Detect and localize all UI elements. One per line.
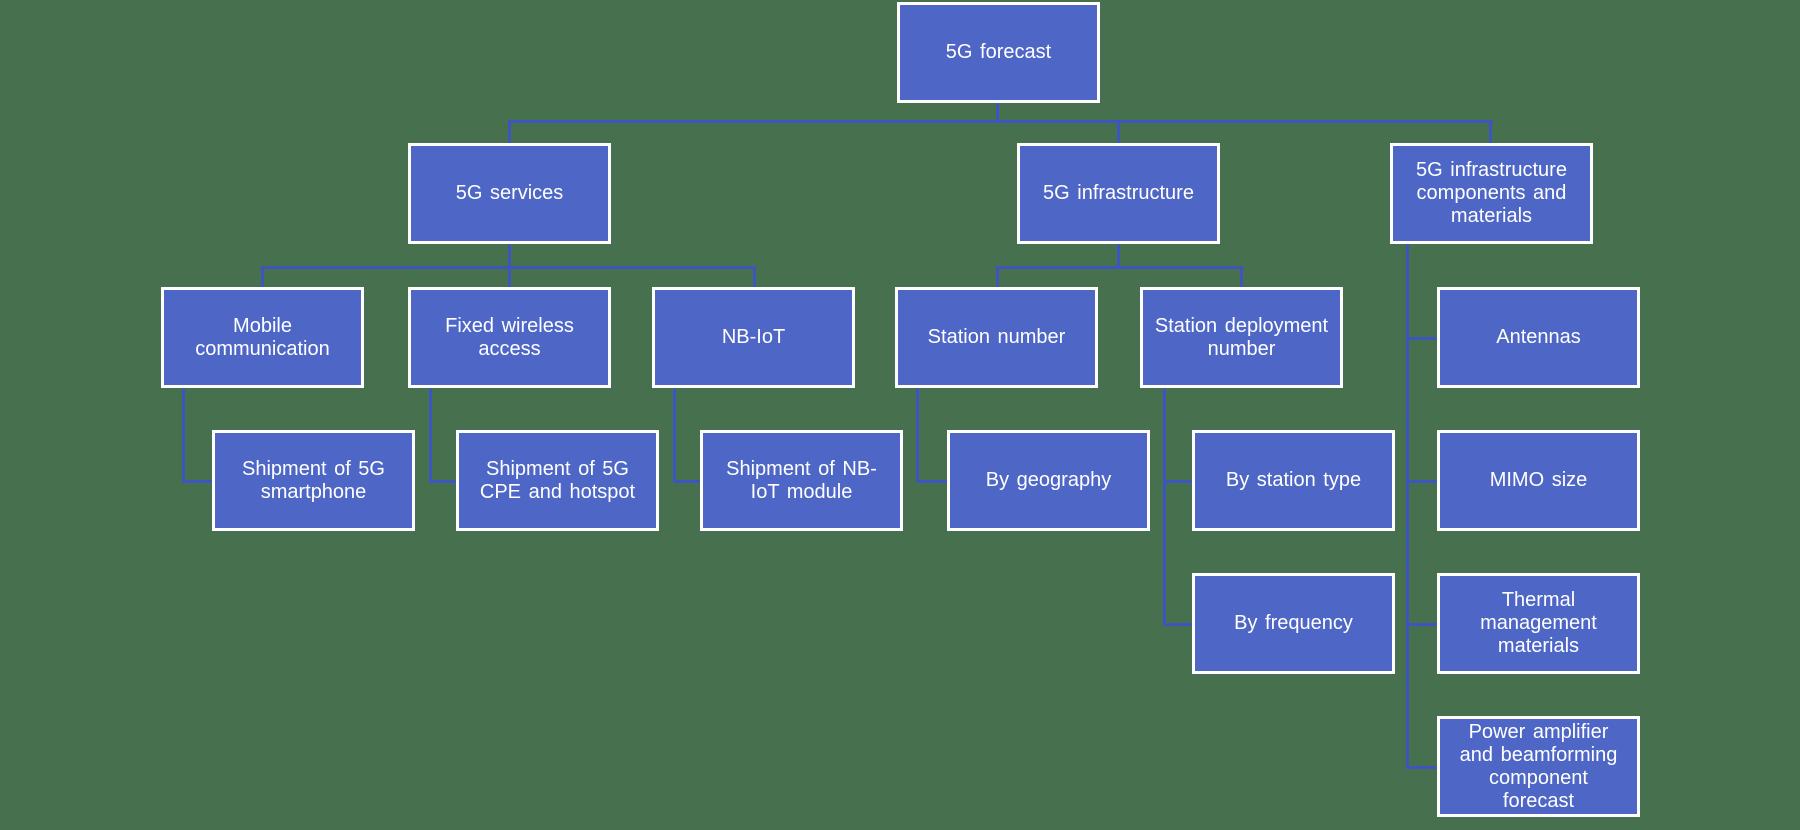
node-5g-infrastructure-label: 5G infrastructure bbox=[1043, 182, 1194, 204]
node-5g-infrastructure: 5G infrastructure bbox=[1017, 143, 1220, 244]
connector-stub-thermal bbox=[1406, 623, 1437, 626]
connector-fixed-elbow-h bbox=[429, 480, 456, 483]
connector-components-trunk bbox=[1406, 244, 1409, 769]
node-5g-infrastructure-components: 5G infrastructure components and materia… bbox=[1390, 143, 1593, 244]
node-shipment-nb-iot-module-label: Shipment of NB- IoT module bbox=[726, 457, 877, 503]
connector-drop-nb-iot bbox=[753, 266, 756, 287]
node-mimo-size: MIMO size bbox=[1437, 430, 1640, 531]
node-fixed-wireless-access: Fixed wireless access bbox=[408, 287, 611, 388]
connector-station-deployment-trunk bbox=[1163, 388, 1166, 626]
connector-stub-mimo-size bbox=[1406, 480, 1437, 483]
node-station-deployment-number: Station deployment number bbox=[1140, 287, 1343, 388]
node-5g-forecast: 5G forecast bbox=[897, 2, 1100, 103]
node-antennas-label: Antennas bbox=[1496, 326, 1581, 348]
node-station-number: Station number bbox=[895, 287, 1098, 388]
connector-fixed-elbow-v bbox=[429, 388, 432, 483]
node-5g-services: 5G services bbox=[408, 143, 611, 244]
node-5g-services-label: 5G services bbox=[455, 182, 564, 204]
node-station-number-label: Station number bbox=[927, 326, 1066, 348]
node-antennas: Antennas bbox=[1437, 287, 1640, 388]
connector-drop-infrastructure bbox=[1117, 120, 1120, 143]
node-by-geography-label: By geography bbox=[985, 469, 1112, 491]
node-mimo-size-label: MIMO size bbox=[1489, 469, 1588, 491]
connector-drop-station-deployment bbox=[1240, 266, 1243, 287]
connector-forecast-trunk bbox=[996, 103, 999, 123]
node-5g-forecast-label: 5G forecast bbox=[945, 41, 1052, 63]
connector-drop-fixed-wireless bbox=[508, 266, 511, 287]
node-by-geography: By geography bbox=[947, 430, 1150, 531]
connector-mobile-elbow-h bbox=[182, 480, 212, 483]
connector-infrastructure-bus bbox=[996, 266, 1243, 269]
connector-nbiot-elbow-h bbox=[673, 480, 700, 483]
connector-stub-power-amp bbox=[1406, 766, 1437, 769]
connector-station-number-elbow-h bbox=[916, 480, 947, 483]
connector-stub-antennas bbox=[1406, 337, 1437, 340]
node-by-station-type-label: By station type bbox=[1225, 469, 1362, 491]
node-shipment-5g-cpe-hotspot-label: Shipment of 5G CPE and hotspot bbox=[479, 457, 636, 503]
connector-drop-station-number bbox=[996, 266, 999, 287]
connector-level2-bus bbox=[508, 120, 1493, 123]
node-power-amplifier-beamforming: Power amplifier and beamforming componen… bbox=[1437, 716, 1640, 817]
node-by-frequency: By frequency bbox=[1192, 573, 1395, 674]
node-thermal-management-materials-label: Thermal management materials bbox=[1480, 589, 1597, 657]
connector-stub-by-station-type bbox=[1163, 480, 1192, 483]
node-shipment-5g-smartphone: Shipment of 5G smartphone bbox=[212, 430, 415, 531]
connector-services-trunk bbox=[508, 244, 511, 269]
connector-mobile-elbow-v bbox=[182, 388, 185, 483]
connector-drop-components bbox=[1489, 120, 1492, 143]
connector-nbiot-elbow-v bbox=[673, 388, 676, 483]
node-mobile-communication: Mobile communication bbox=[161, 287, 364, 388]
node-by-frequency-label: By frequency bbox=[1234, 612, 1353, 634]
node-by-station-type: By station type bbox=[1192, 430, 1395, 531]
connector-drop-services bbox=[508, 120, 511, 143]
node-shipment-5g-smartphone-label: Shipment of 5G smartphone bbox=[242, 457, 385, 503]
node-station-deployment-number-label: Station deployment number bbox=[1154, 314, 1329, 360]
node-nb-iot: NB-IoT bbox=[652, 287, 855, 388]
node-5g-infrastructure-components-label: 5G infrastructure components and materia… bbox=[1416, 159, 1567, 227]
connector-infrastructure-trunk bbox=[1117, 244, 1120, 269]
connector-drop-mobile bbox=[261, 266, 264, 287]
node-power-amplifier-beamforming-label: Power amplifier and beamforming componen… bbox=[1459, 720, 1618, 812]
node-shipment-5g-cpe-hotspot: Shipment of 5G CPE and hotspot bbox=[456, 430, 659, 531]
node-mobile-communication-label: Mobile communication bbox=[195, 314, 330, 360]
node-shipment-nb-iot-module: Shipment of NB- IoT module bbox=[700, 430, 903, 531]
connector-stub-by-frequency bbox=[1163, 623, 1192, 626]
node-nb-iot-label: NB-IoT bbox=[721, 326, 786, 348]
node-fixed-wireless-access-label: Fixed wireless access bbox=[445, 314, 574, 360]
node-thermal-management-materials: Thermal management materials bbox=[1437, 573, 1640, 674]
connector-station-number-elbow-v bbox=[916, 388, 919, 483]
